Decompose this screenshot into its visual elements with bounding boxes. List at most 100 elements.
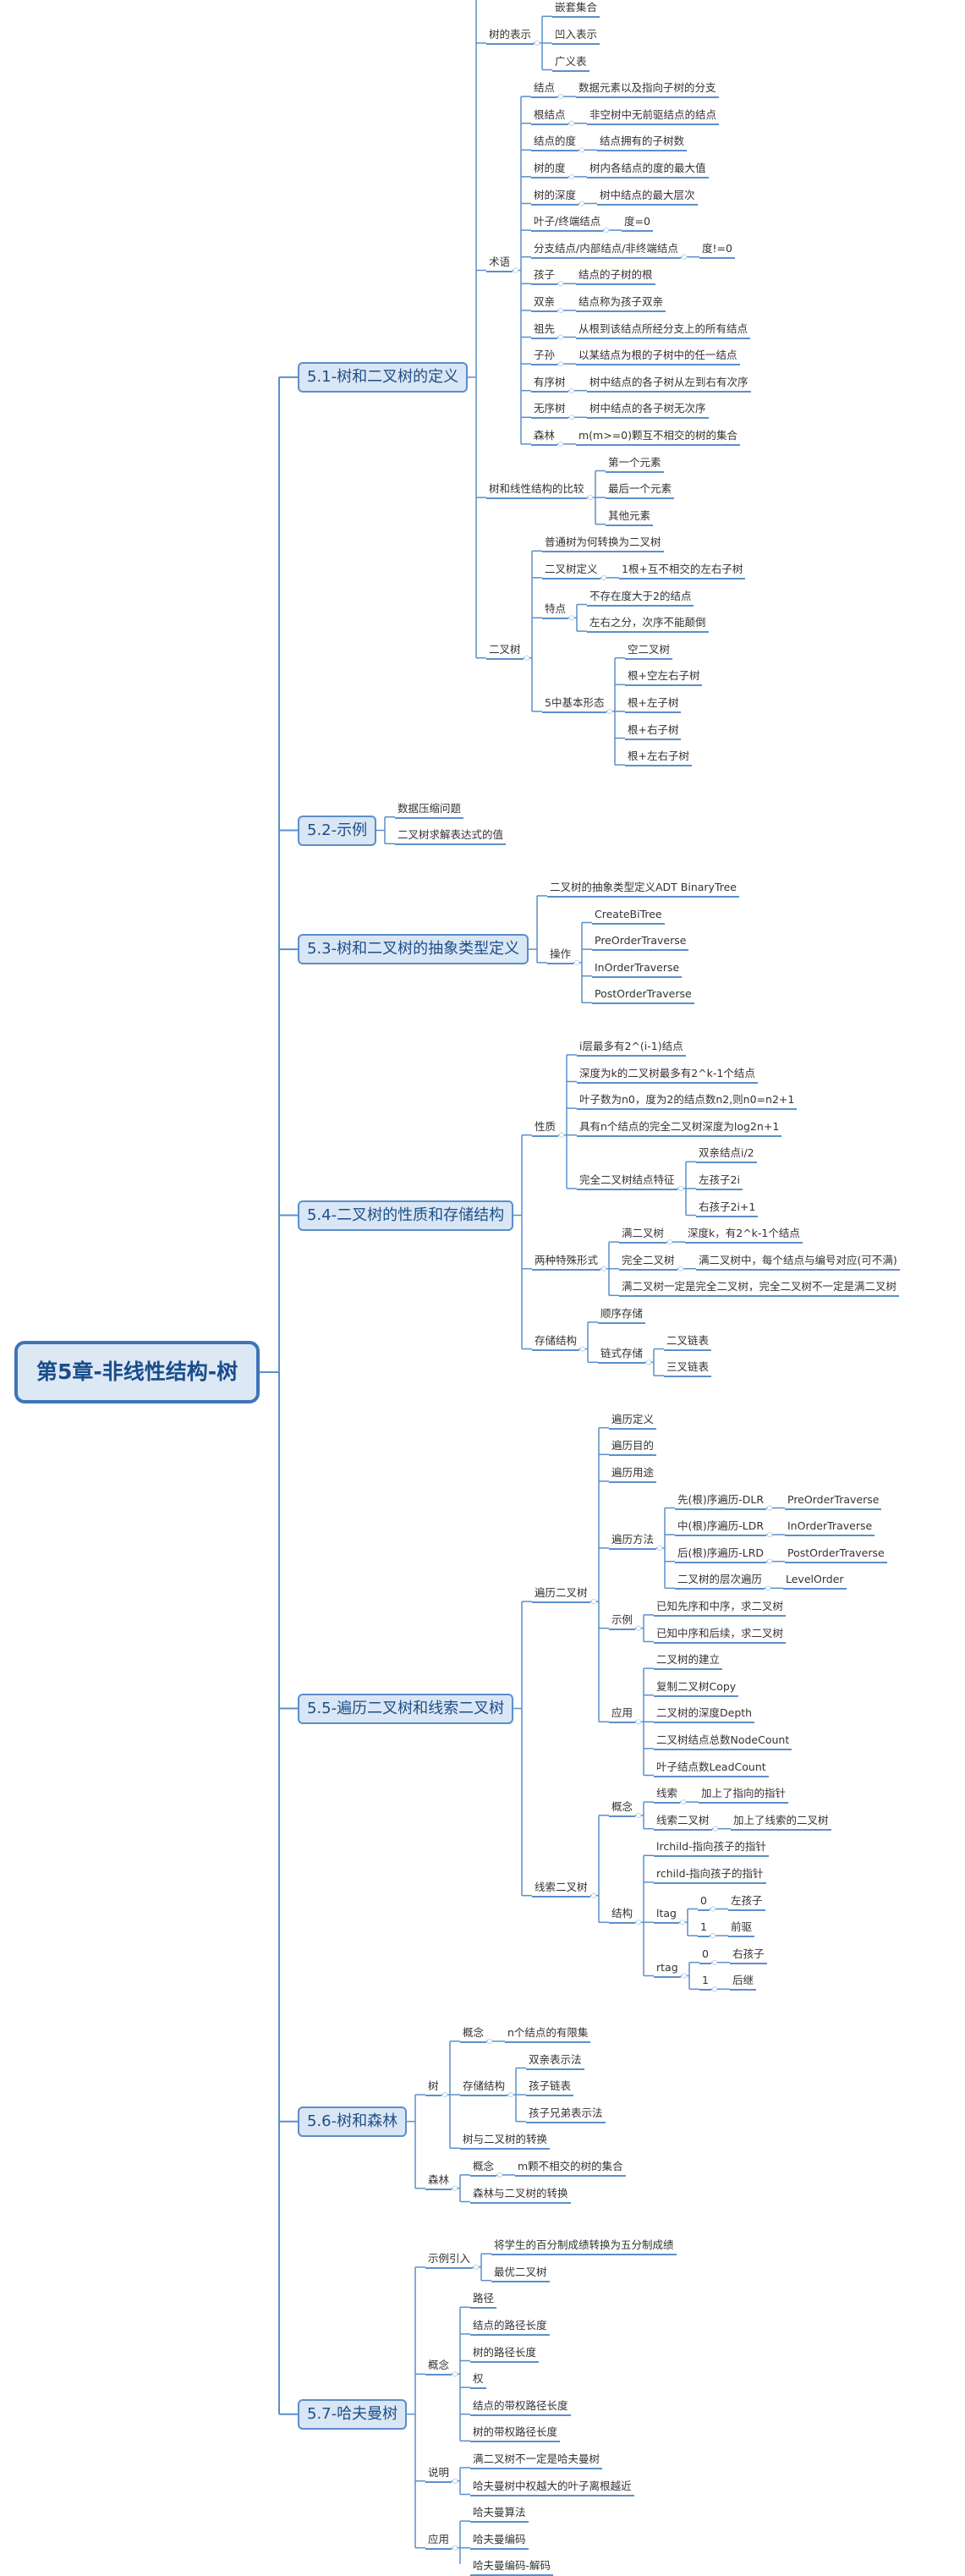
topic-node: 孩子: [531, 268, 558, 286]
topic-node: 哈夫曼算法: [470, 2506, 529, 2524]
topic-node: 树中结点的各子树无次序: [587, 402, 709, 420]
topic-node: 树和线性结构的比较: [486, 482, 587, 500]
topic-node: 广义表: [552, 55, 589, 72]
topic-createbitree: CreateBiTree: [592, 908, 665, 925]
topic-node: 从根到该结点所经分支上的所有结点: [576, 322, 751, 339]
topic-node: 结点的路径长度: [470, 2319, 550, 2336]
topic-rtag: rtag: [654, 1961, 681, 1978]
topic-copy: 复制二叉树Copy: [654, 1680, 739, 1697]
topic-node: 根结点: [531, 108, 568, 125]
topic-node: 示例: [609, 1613, 636, 1630]
topic-node: 加上了指向的指针: [699, 1787, 789, 1804]
topic-node: 树的度: [531, 162, 568, 179]
topic-node: 遍历用途: [609, 1466, 657, 1483]
topic-n0-2-n2-n0-n2-1: 叶子数为n0，度为2的结点数n2,则n0=n2+1: [577, 1093, 798, 1111]
topic-node: 树的带权路径长度: [470, 2425, 561, 2443]
section-5-2: 5.2-示例: [298, 815, 377, 846]
topic-node: 最优二叉树: [491, 2266, 550, 2282]
topic-node: 树的表示: [486, 28, 535, 45]
topic-node: 应用: [425, 2533, 452, 2550]
topic-node: 遍历二叉树: [532, 1586, 590, 1604]
topic-node: 第一个元素: [606, 456, 664, 473]
topic-node: 遍历目的: [609, 1439, 657, 1457]
topic-node: 树中结点的最大层次: [597, 189, 698, 206]
section-5-1: 5.1-树和二叉树的定义: [298, 361, 469, 393]
topic-node: 完全二叉树结点特征: [577, 1173, 677, 1190]
topic-node: 森林: [425, 2173, 452, 2190]
topic-2: 不存在度大于2的结点: [587, 590, 694, 607]
topic-postordertraverse: PostOrderTraverse: [785, 1546, 887, 1563]
topic-node: 概念: [470, 2160, 497, 2177]
topic-node: 以某结点为根的子树中的任一结点: [576, 349, 740, 366]
section-5-4: 5.4-二叉树的性质和存储结构: [298, 1200, 514, 1231]
topic-node: 孩子链表: [526, 2079, 574, 2097]
section-5-3: 5.3-树和二叉树的抽象类型定义: [298, 934, 529, 965]
topic-node: 存储结构: [532, 1334, 580, 1351]
topic-1: 1根+互不相交的左右子树: [619, 563, 746, 579]
topic-node: 森林: [531, 429, 558, 446]
topic-node: 根+左子树: [625, 696, 682, 713]
topic-node: 左孩子: [728, 1894, 765, 1911]
topic-node: 有序树: [531, 376, 568, 393]
topic-node: 二叉树的建立: [654, 1653, 723, 1671]
topic-m: m颗不相交的树的集合: [515, 2160, 626, 2177]
topic-m-m-0: m(m>=0)颗互不相交的树的集合: [576, 429, 741, 446]
topic-node: 子孙: [531, 349, 558, 366]
topic-node: 树中结点的各子树从左到右有次序: [587, 376, 751, 393]
topic-node: 线索二叉树: [532, 1881, 590, 1898]
section-5-7: 5.7-哈夫曼树: [298, 2398, 408, 2430]
topic-node: 数据元素以及指向子树的分支: [576, 81, 719, 99]
topic-2i: 左孩子2i: [696, 1173, 743, 1190]
topic-node: 两种特殊形式: [532, 1254, 601, 1271]
topic-node: 二叉树: [486, 643, 524, 660]
section-5-6: 5.6-树和森林: [298, 2106, 408, 2137]
topic-lrd: 后(根)序遍历-LRD: [675, 1546, 767, 1563]
topic-ldr: 中(根)序遍历-LDR: [675, 1519, 767, 1537]
topic-lrchild: lrchild-指向孩子的指针: [654, 1840, 770, 1858]
topic-node: 结点拥有的子树数: [597, 135, 688, 152]
topic-rchild: rchild-指向孩子的指针: [654, 1867, 766, 1884]
topic-1: 1: [699, 1974, 711, 1991]
topic-n-log2n-1: 具有n个结点的完全二叉树深度为log2n+1: [577, 1120, 782, 1137]
topic-node: 已知中序和后续，求二叉树: [654, 1627, 787, 1644]
topic-node: 叶子/终端结点: [531, 215, 604, 233]
topic-node: 普通树为何转换为二叉树: [542, 536, 664, 553]
topic-0: 0: [699, 1947, 711, 1964]
topic-ltag: ltag: [654, 1907, 679, 1925]
topic-node: 哈夫曼树中权越大的叶子离根越近: [470, 2480, 634, 2496]
topic-node: 示例引入: [425, 2252, 474, 2269]
topic-node: 非空树中无前驱结点的结点: [587, 108, 720, 125]
topic-node: 树内各结点的度的最大值: [587, 162, 709, 179]
topic-node: 已知先序和中序，求二叉树: [654, 1600, 787, 1617]
topic-node: 性质: [532, 1120, 559, 1137]
topic-node: 双亲表示法: [526, 2053, 584, 2070]
topic-node: 双亲: [531, 295, 558, 312]
topic-node: 遍历方法: [609, 1533, 657, 1550]
topic-node: 概念: [460, 2026, 487, 2043]
section-5-5: 5.5-遍历二叉树和线索二叉树: [298, 1693, 514, 1724]
topic-node: 右孩子: [730, 1947, 767, 1964]
topic-node: 特点: [542, 602, 569, 620]
topic-node: 遍历定义: [609, 1413, 657, 1430]
topic-node: 树的路径长度: [470, 2346, 540, 2363]
topic-node: 左右之分，次序不能颠倒: [587, 616, 709, 634]
topic-node: 其他元素: [606, 509, 654, 526]
topic-node: 哈夫曼编码: [470, 2533, 529, 2550]
topic-node: 根+右子树: [625, 723, 682, 740]
topic-node: 将学生的百分制成绩转换为五分制成绩: [491, 2238, 677, 2256]
topic-k-2-k-1: 深度为k的二叉树最多有2^k-1个结点: [577, 1067, 758, 1084]
topic-node: 满二叉树中，每个结点与编号对应(可不满): [696, 1254, 900, 1271]
topic-node: 概念: [425, 2359, 452, 2376]
topic-node: 结点的带权路径长度: [470, 2399, 571, 2416]
topic-node: 二叉树求解表达式的值: [395, 828, 507, 846]
topic-node: 空二叉树: [625, 643, 673, 660]
topic-postordertraverse: PostOrderTraverse: [592, 987, 694, 1005]
topic-node: 概念: [609, 1800, 636, 1817]
topic-inordertraverse: InOrderTraverse: [785, 1519, 875, 1537]
topic-node: 嵌套集合: [552, 1, 600, 19]
topic-node: 操作: [547, 947, 574, 964]
topic-preordertraverse: PreOrderTraverse: [592, 934, 689, 952]
topic-5: 5中基本形态: [542, 696, 607, 713]
topic-node: 结点称为孩子双亲: [576, 295, 666, 312]
